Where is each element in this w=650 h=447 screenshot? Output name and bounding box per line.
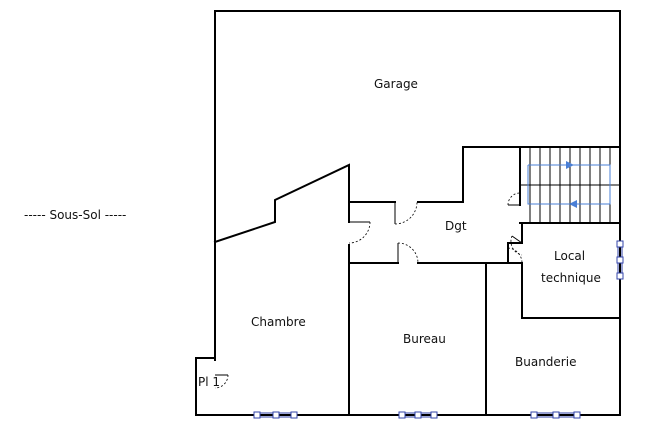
stair-direction-arrow (527, 161, 611, 208)
interior-walls (348, 194, 621, 416)
door-local (510, 235, 523, 256)
window-local-technique (616, 240, 624, 280)
door-buanderie (507, 247, 523, 264)
window-buanderie (530, 411, 581, 419)
window-chambre (253, 411, 298, 419)
room-label-local-line2: technique (541, 271, 601, 285)
room-label-chambre: Chambre (251, 315, 306, 329)
door-garage (394, 201, 418, 225)
room-label-placard: Pl 1 (198, 375, 220, 389)
room-label-buanderie: Buanderie (515, 355, 576, 369)
door-placard (214, 374, 229, 389)
stair-treads (529, 147, 611, 223)
room-label-garage: Garage (374, 77, 418, 91)
door-bureau (397, 242, 419, 264)
level-label: ----- Sous-Sol ----- (24, 208, 126, 222)
room-label-dgt: Dgt (445, 219, 467, 233)
doors (214, 192, 523, 389)
door-stairs (507, 192, 521, 206)
garage-walls (213, 146, 621, 244)
room-label-local-line1: Local (554, 249, 585, 263)
room-label-bureau: Bureau (403, 332, 446, 346)
windows (253, 240, 624, 419)
door-chambre (348, 221, 371, 244)
window-bureau (398, 411, 438, 419)
stairs (519, 146, 620, 224)
